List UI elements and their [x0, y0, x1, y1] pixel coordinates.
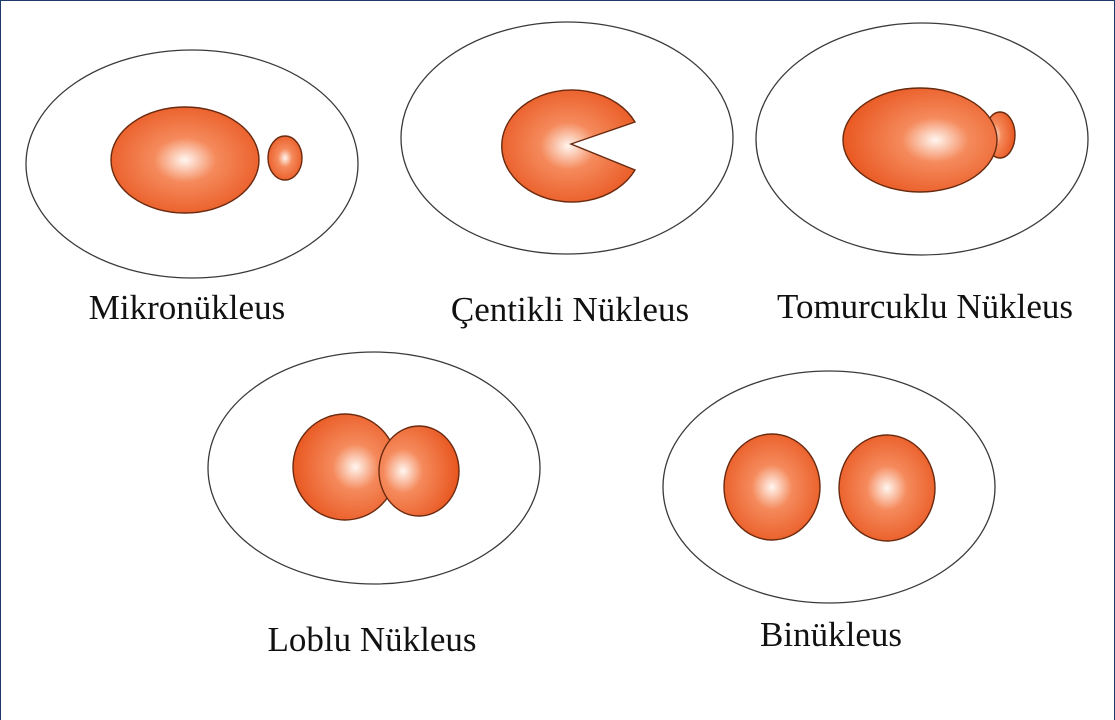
cell-tomurcuklu: [756, 23, 1088, 255]
cell-mikronukleus: [26, 50, 358, 278]
label-binukleus: Binükleus: [760, 617, 902, 652]
main-nucleus: [843, 88, 997, 192]
cell-membrane: [663, 371, 995, 603]
nucleus-right: [839, 435, 935, 541]
cell-binukleus: [663, 371, 995, 603]
label-loblu: Loblu Nükleus: [267, 622, 476, 657]
label-tomurcuklu: Tomurcuklu Nükleus: [777, 289, 1073, 324]
micronucleus: [268, 136, 302, 180]
nucleus-lobe-right: [379, 426, 459, 516]
main-nucleus: [111, 107, 259, 213]
cell-loblu: [208, 352, 540, 584]
label-mikronukleus: Mikronükleus: [89, 290, 285, 325]
cell-centikli: [401, 22, 733, 254]
nucleus-left: [724, 434, 820, 540]
label-centikli: Çentikli Nükleus: [451, 292, 689, 327]
